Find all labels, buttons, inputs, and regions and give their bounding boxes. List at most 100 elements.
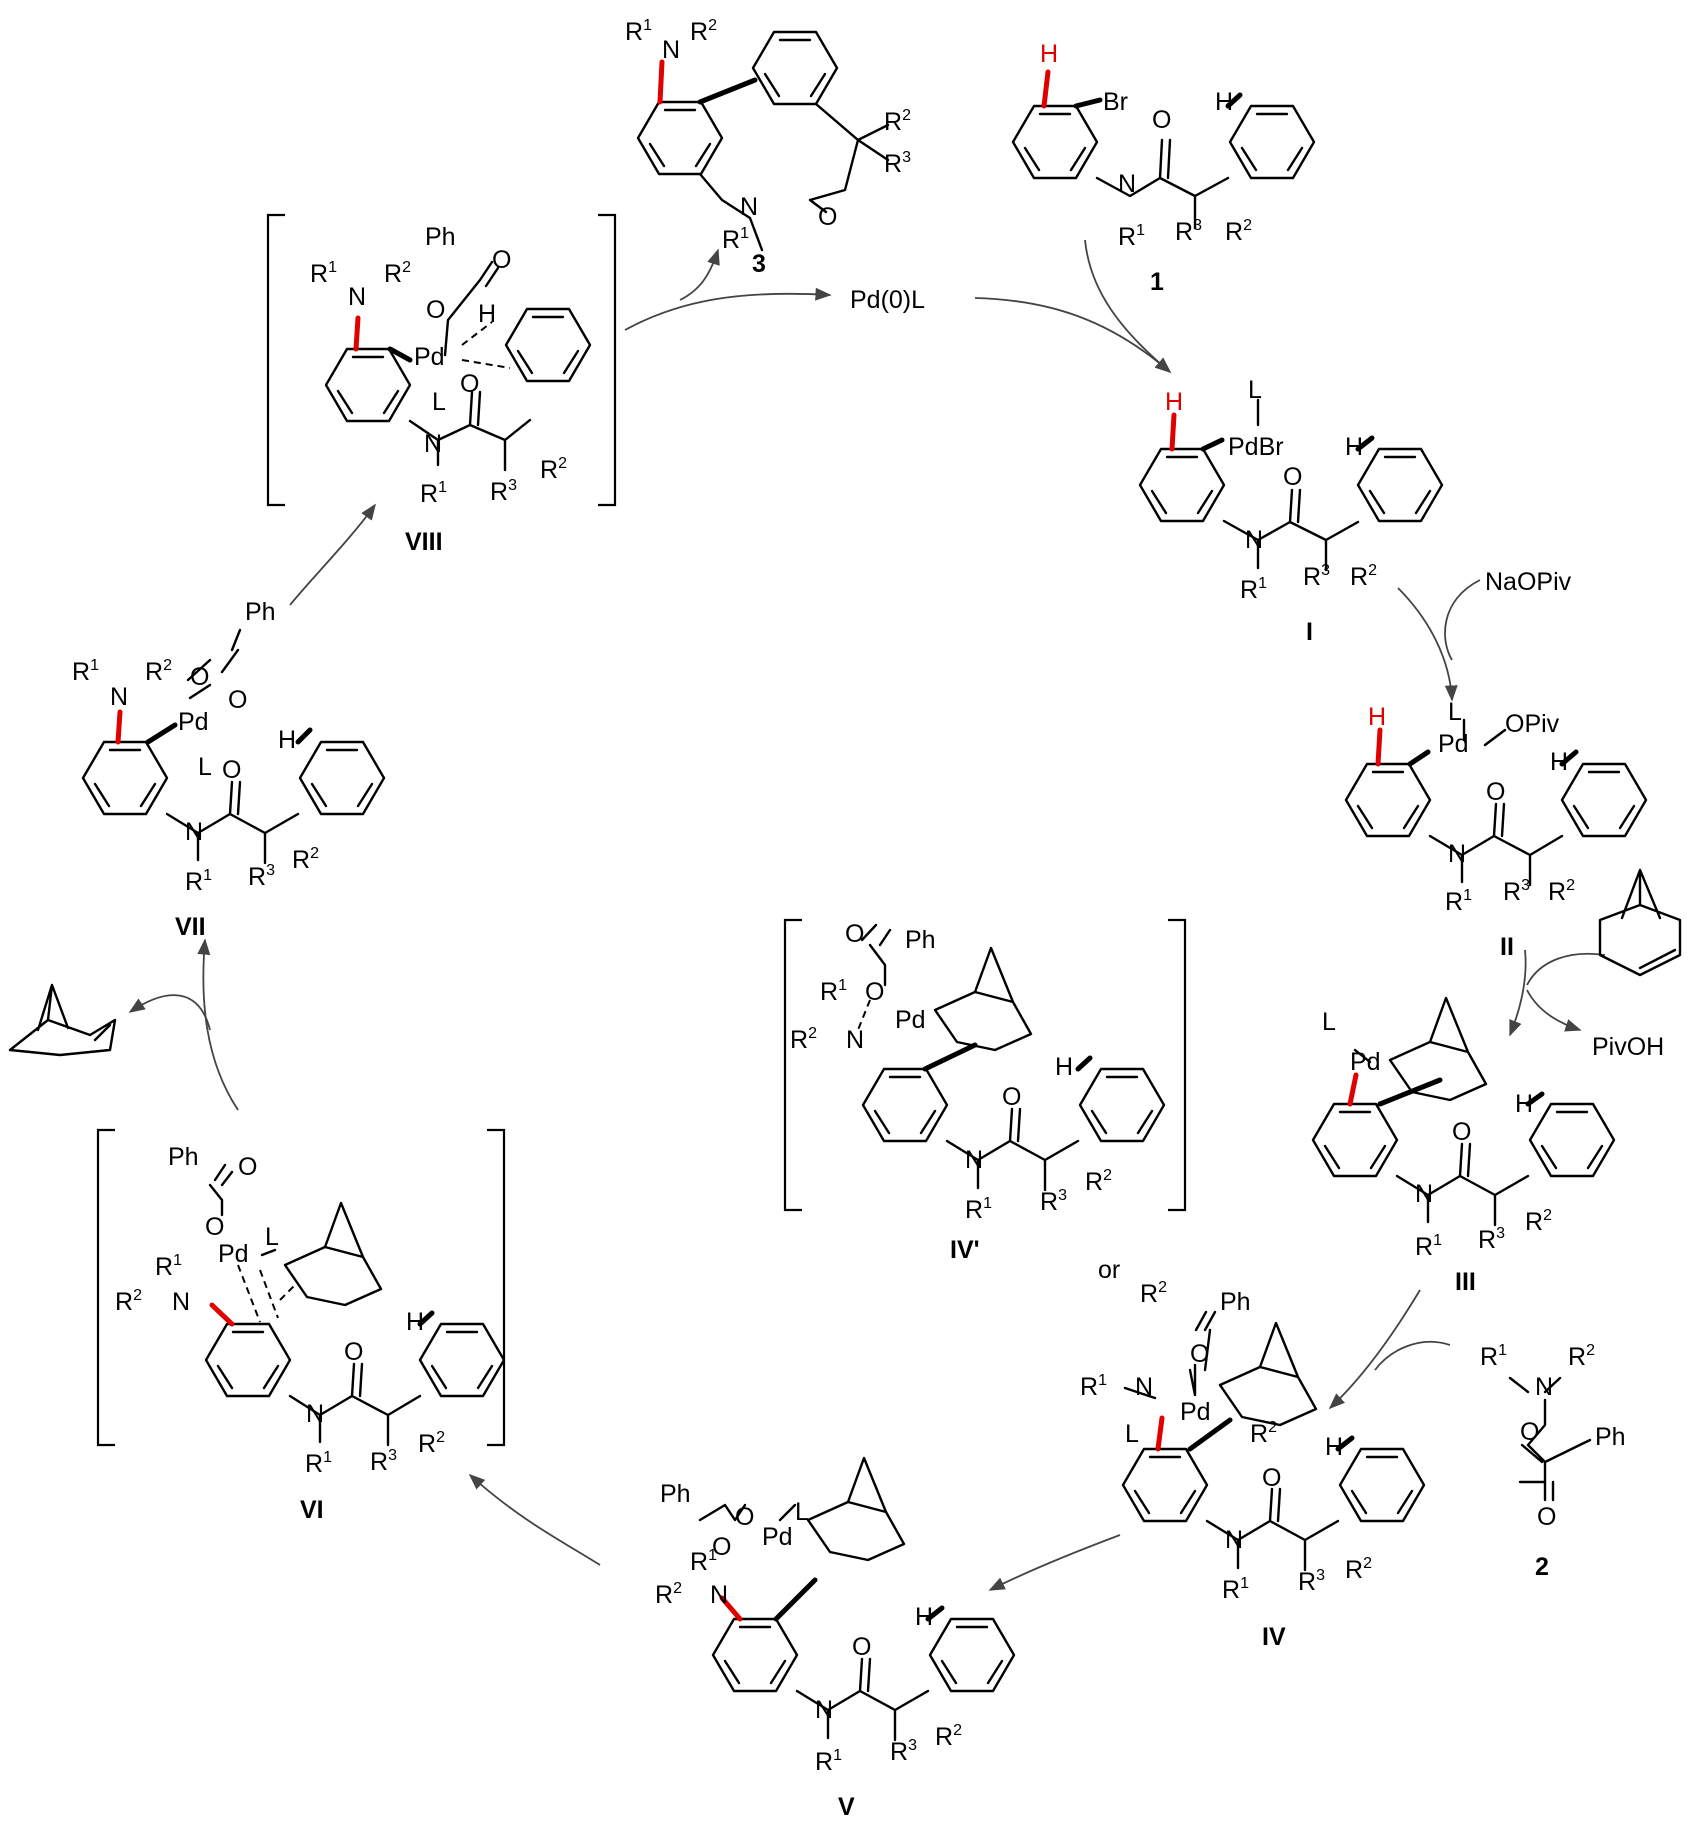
compound-1-structure: H Br N O H R1 R3 R2 1 <box>1011 40 1316 296</box>
label-R1: R1 <box>1445 887 1472 916</box>
atom-H: H <box>1345 433 1363 461</box>
intermediate-VI-structure: Ph O O Pd L R1 R2 N N O H R1 R3 R2 VI <box>96 1128 506 1524</box>
label-R2: R2 <box>1225 217 1252 246</box>
label-R3: R3 <box>1478 1225 1505 1254</box>
label-R2: R2 <box>1568 1342 1595 1371</box>
atom-O: O <box>1152 106 1171 134</box>
arrow-III-to-IV <box>1328 1289 1421 1410</box>
atom-H: H <box>478 300 496 328</box>
arrow-pd0-to-I <box>974 297 1172 374</box>
atom-PdBr: PdBr <box>1228 433 1284 461</box>
atom-N: N <box>710 1581 728 1609</box>
label-R2: R2 <box>145 657 172 686</box>
reagent-pd0: Pd(0)L <box>850 286 925 314</box>
reagent-naopiv: NaOPiv <box>1485 568 1572 596</box>
atom-L: L <box>1448 698 1462 726</box>
label-R3: R3 <box>370 1447 397 1476</box>
atom-Br: Br <box>1103 88 1128 116</box>
atom-H-red: H <box>1040 40 1058 68</box>
label-R3: R3 <box>1175 217 1202 246</box>
atom-O2: O <box>460 370 479 398</box>
atom-N: N <box>348 283 366 311</box>
arrow-I-to-II <box>1397 587 1458 702</box>
cycle-arrows <box>128 239 1606 1591</box>
atom-O2: O <box>205 1213 224 1241</box>
atom-H: H <box>915 1603 933 1631</box>
label-R1: R1 <box>310 259 337 288</box>
compound-label-I: I <box>1306 618 1313 646</box>
reagent-pivoh: PivOH <box>1592 1033 1664 1061</box>
arrow-V-to-VI <box>468 1473 601 1566</box>
atom-H: H <box>1325 1433 1343 1461</box>
atom-O2: O <box>1537 1503 1556 1531</box>
arrow-VI-to-VII <box>197 938 239 1111</box>
atom-Ph: Ph <box>1220 1288 1251 1316</box>
label-R2: R2 <box>790 1025 817 1054</box>
label-R2: R2 <box>1140 1279 1167 1308</box>
atom-N: N <box>1535 1373 1553 1401</box>
intermediate-VII-structure: R1 N R2 Ph O O Pd L N O H R1 R3 R2 VII <box>72 598 386 941</box>
atom-O: O <box>845 920 864 948</box>
norbornene-out-icon <box>8 983 117 1057</box>
atom-N: N <box>110 683 128 711</box>
label-R2c: R2 <box>1345 1555 1372 1584</box>
atom-Pd: Pd <box>1438 730 1469 758</box>
intermediate-V-structure: Ph O O Pd L R1 R2 N N O H R1 R3 R2 V <box>655 1456 1016 1821</box>
atom-Pd: Pd <box>178 708 209 736</box>
atom-N: N <box>1415 1180 1433 1208</box>
arrow-VIII-to-pd0 <box>624 287 832 331</box>
arrow-VII-to-VIII <box>289 503 376 606</box>
label-R2: R2 <box>1350 562 1377 591</box>
arrow-II-to-III <box>1509 949 1527 1037</box>
label-R1: R1 <box>1415 1232 1442 1261</box>
label-R3: R3 <box>1503 877 1530 906</box>
atom-O: O <box>735 1503 754 1531</box>
atom-O: O <box>492 246 511 274</box>
intermediate-VIII-structure: R1 N R2 Ph O O H Pd L O N R1 R3 R2 VIII <box>266 213 617 556</box>
atom-O: O <box>818 203 837 231</box>
atom-H: H <box>1055 1053 1073 1081</box>
compound-3-structure: R1 N R2 N O R2 R3 R1 3 <box>625 17 911 278</box>
atom-L: L <box>432 388 446 416</box>
atom-Pd: Pd <box>895 1006 926 1034</box>
intermediate-IV-structure: R2 Ph R1 N O Pd L R2 N O H R1 R3 R2 IV <box>1080 1279 1426 1651</box>
atom-O2: O <box>1262 1464 1281 1492</box>
atom-N: N <box>1118 170 1136 198</box>
label-R1: R1 <box>72 657 99 686</box>
atom-O: O <box>1452 1118 1471 1146</box>
label-R2b: R2 <box>884 107 911 136</box>
label-R2: R2 <box>690 17 717 46</box>
compound-label-V: V <box>838 1793 855 1821</box>
atom-N: N <box>172 1288 190 1316</box>
atom-N2: N <box>1225 1526 1243 1554</box>
atom-O: O <box>1283 463 1302 491</box>
atom-H: H <box>1550 748 1568 776</box>
label-R1: R1 <box>690 1547 717 1576</box>
atom-Pd: Pd <box>1180 1398 1211 1426</box>
label-R1b: R1 <box>1222 1575 1249 1604</box>
atom-L: L <box>795 1498 809 1526</box>
atom-O: O <box>426 296 445 324</box>
arrow-pivoh-out <box>1526 989 1582 1032</box>
atom-N: N <box>1135 1373 1153 1401</box>
atom-O3: O <box>222 756 241 784</box>
label-R2b: R2 <box>418 1429 445 1458</box>
atom-H: H <box>406 1308 424 1336</box>
atom-L: L <box>198 753 212 781</box>
compound-label-VIII: VIII <box>405 528 443 556</box>
label-R2: R2 <box>1525 1207 1552 1236</box>
label-R1b: R1 <box>815 1747 842 1776</box>
atom-N: N <box>662 36 680 64</box>
arrow-VIII-to-3 <box>679 248 720 301</box>
intermediate-II-structure: H L OPiv Pd N O H R1 R3 R2 II <box>1344 698 1648 961</box>
compound-2-structure: R1 N R2 O Ph O 2 <box>1480 1342 1626 1581</box>
label-R1b: R1 <box>185 867 212 896</box>
atom-O3: O <box>852 1633 871 1661</box>
atom-Pd: Pd <box>762 1523 793 1551</box>
arrow-norbornene-in <box>1526 952 1606 986</box>
arrow-1-to-I <box>1084 239 1172 374</box>
atom-N: N <box>1448 840 1466 868</box>
atom-L: L <box>1125 1420 1139 1448</box>
atom-N2: N <box>815 1696 833 1724</box>
